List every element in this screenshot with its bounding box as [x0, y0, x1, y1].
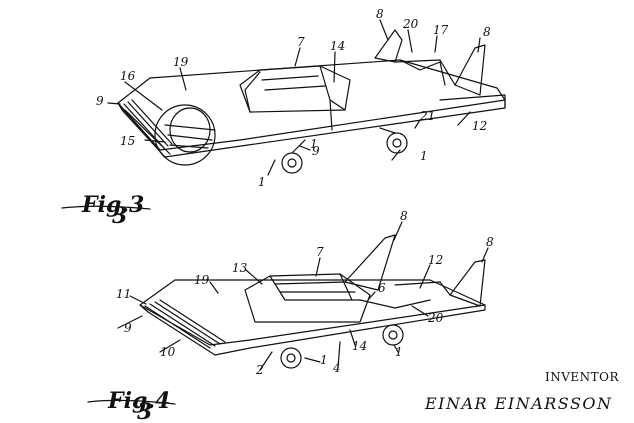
fig3-ref: 8 [376, 7, 384, 21]
fig4-ref: 11 [116, 287, 131, 301]
fig3-vehicle-drawing [107, 19, 506, 176]
fig3-ref: 9 [96, 94, 104, 108]
fig4-ref: 19 [194, 273, 210, 287]
fig3-underline-flourish [61, 205, 151, 210]
fig3-ref: 1 [310, 137, 318, 151]
fig4-ref: 2 [255, 363, 264, 377]
fig3-ref: 8 [483, 25, 491, 39]
fig4-ref: 1 [320, 353, 328, 367]
fig3-ref: 7 [297, 35, 305, 49]
fig4-ref: 9 [124, 321, 132, 335]
fig4-ref: 6 [378, 281, 386, 295]
fig3-sublabel: 3 [112, 203, 127, 229]
fig4-ref: 1 [395, 345, 403, 359]
fig4-sublabel: 3 [137, 399, 152, 423]
fig3-ref: 20 [402, 17, 419, 31]
fig4-ref: 7 [316, 245, 324, 259]
fig3-ref: 19 [173, 55, 189, 69]
fig4-ref: 8 [486, 235, 494, 249]
fig4-ref: 8 [400, 209, 408, 223]
fig4-ref: 13 [232, 261, 248, 275]
fig4-ref: 14 [352, 339, 367, 353]
fig3-ref: 15 [120, 134, 135, 148]
fig4-ref: 10 [160, 345, 176, 359]
inventor-name: EINAR EINARSSON [425, 394, 613, 413]
fig3-label: Fig.3 [81, 192, 144, 218]
fig4-vehicle-drawing [117, 221, 489, 371]
fig3-ref: 1 [420, 149, 428, 163]
fig3-ref: 17 [433, 23, 449, 37]
fig3-ref: 9 [312, 144, 320, 158]
fig4-underline-flourish [87, 399, 176, 405]
fig4-label: Fig.4 [107, 388, 170, 414]
fig3-ref: 14 [330, 39, 345, 53]
fig3-ref: 12 [472, 119, 487, 133]
fig4-ref: 20 [427, 311, 444, 325]
fig3-ref: 21 [419, 109, 435, 123]
fig4-ref: 12 [428, 253, 443, 267]
fig4-ref: 4 [332, 361, 341, 375]
inventor-caption: INVENTOR [545, 370, 620, 384]
fig3-ref: 16 [120, 69, 136, 83]
fig3-ref: 1 [258, 175, 266, 189]
